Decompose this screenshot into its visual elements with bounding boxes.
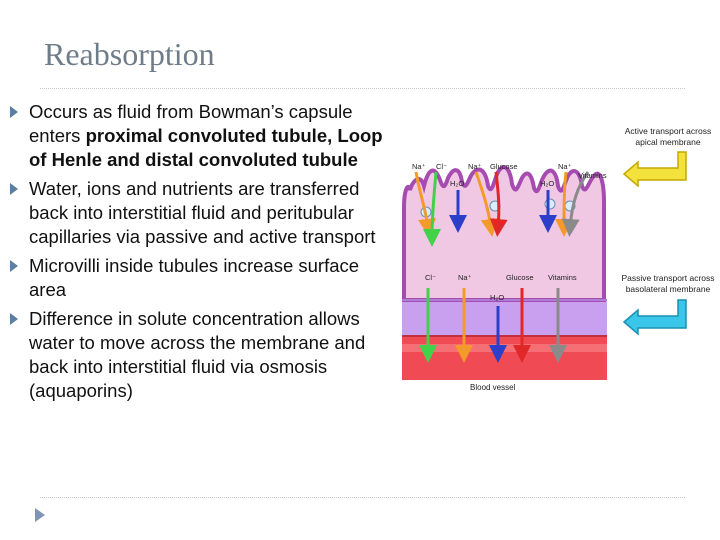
bullet-item: Water, ions and nutrients are transferre… xyxy=(8,177,392,249)
bullet-arrow-icon xyxy=(10,313,18,325)
bullet-text-1a: Occurs as fluid from Bowman’s capsule en… xyxy=(29,101,353,146)
interstitial-space xyxy=(402,300,607,336)
bullet-arrow-icon xyxy=(10,106,18,118)
slide-title: Reabsorption xyxy=(44,36,215,72)
label-na-2: Na⁺ xyxy=(468,162,482,171)
bullet-item: Difference in solute concentration allow… xyxy=(8,307,392,403)
label-apical-2: apical membrane xyxy=(635,137,700,147)
blood-vessel xyxy=(402,336,607,380)
na-arrow-1 xyxy=(414,171,436,237)
basolateral-arrow-icon xyxy=(622,299,687,336)
glucose-arrow-top xyxy=(489,171,508,237)
bullet-list: Occurs as fluid from Bowman’s capsule en… xyxy=(8,100,392,408)
footer-divider xyxy=(40,497,685,498)
label-h2o-mid: H₂O xyxy=(490,293,504,302)
label-vitamins-mid: Vitamins xyxy=(548,273,577,282)
bullet-arrow-icon xyxy=(10,260,18,272)
cl-arrow-1 xyxy=(423,171,442,247)
label-cl-1: Cl⁻ xyxy=(436,162,447,171)
label-na-4: Na⁺ xyxy=(458,273,472,282)
bullet-item: Microvilli inside tubules increase surfa… xyxy=(8,254,392,302)
label-basolateral-2: basolateral membrane xyxy=(626,284,711,294)
bullet-text-2: Water, ions and nutrients are transferre… xyxy=(29,178,376,247)
label-apical-1: Active transport across xyxy=(625,126,711,136)
reabsorption-diagram: Na⁺ Cl⁻ H₂O Na⁺ Glucose H₂O Na⁺ Vitamins… xyxy=(402,126,715,392)
blood-vessel-highlight xyxy=(402,344,607,352)
label-basolateral-1: Passive transport across xyxy=(621,273,714,283)
label-vitamins-top: Vitamins xyxy=(578,171,607,180)
apical-arrow-icon xyxy=(622,151,687,188)
label-glucose-top: Glucose xyxy=(490,162,518,171)
label-cl-2: Cl⁻ xyxy=(425,273,436,282)
label-na-1: Na⁺ xyxy=(412,162,426,171)
label-h2o-right: H₂O xyxy=(540,179,554,188)
bullet-text-3: Microvilli inside tubules increase surfa… xyxy=(29,255,360,300)
bullet-text-4: Difference in solute concentration allow… xyxy=(29,308,366,401)
label-na-3: Na⁺ xyxy=(558,162,572,171)
label-blood-vessel: Blood vessel xyxy=(470,383,516,392)
bullet-arrow-icon xyxy=(10,183,18,195)
label-h2o-left: H₂O xyxy=(450,179,464,188)
label-glucose-mid: Glucose xyxy=(506,273,534,282)
vitamins-arrow-top xyxy=(561,171,590,237)
next-slide-arrow-icon xyxy=(35,508,45,522)
bullet-text-1b: proximal convoluted tubule, Loop of Henl… xyxy=(29,125,383,170)
title-divider xyxy=(40,88,685,89)
bullet-item: Occurs as fluid from Bowman’s capsule en… xyxy=(8,100,392,172)
